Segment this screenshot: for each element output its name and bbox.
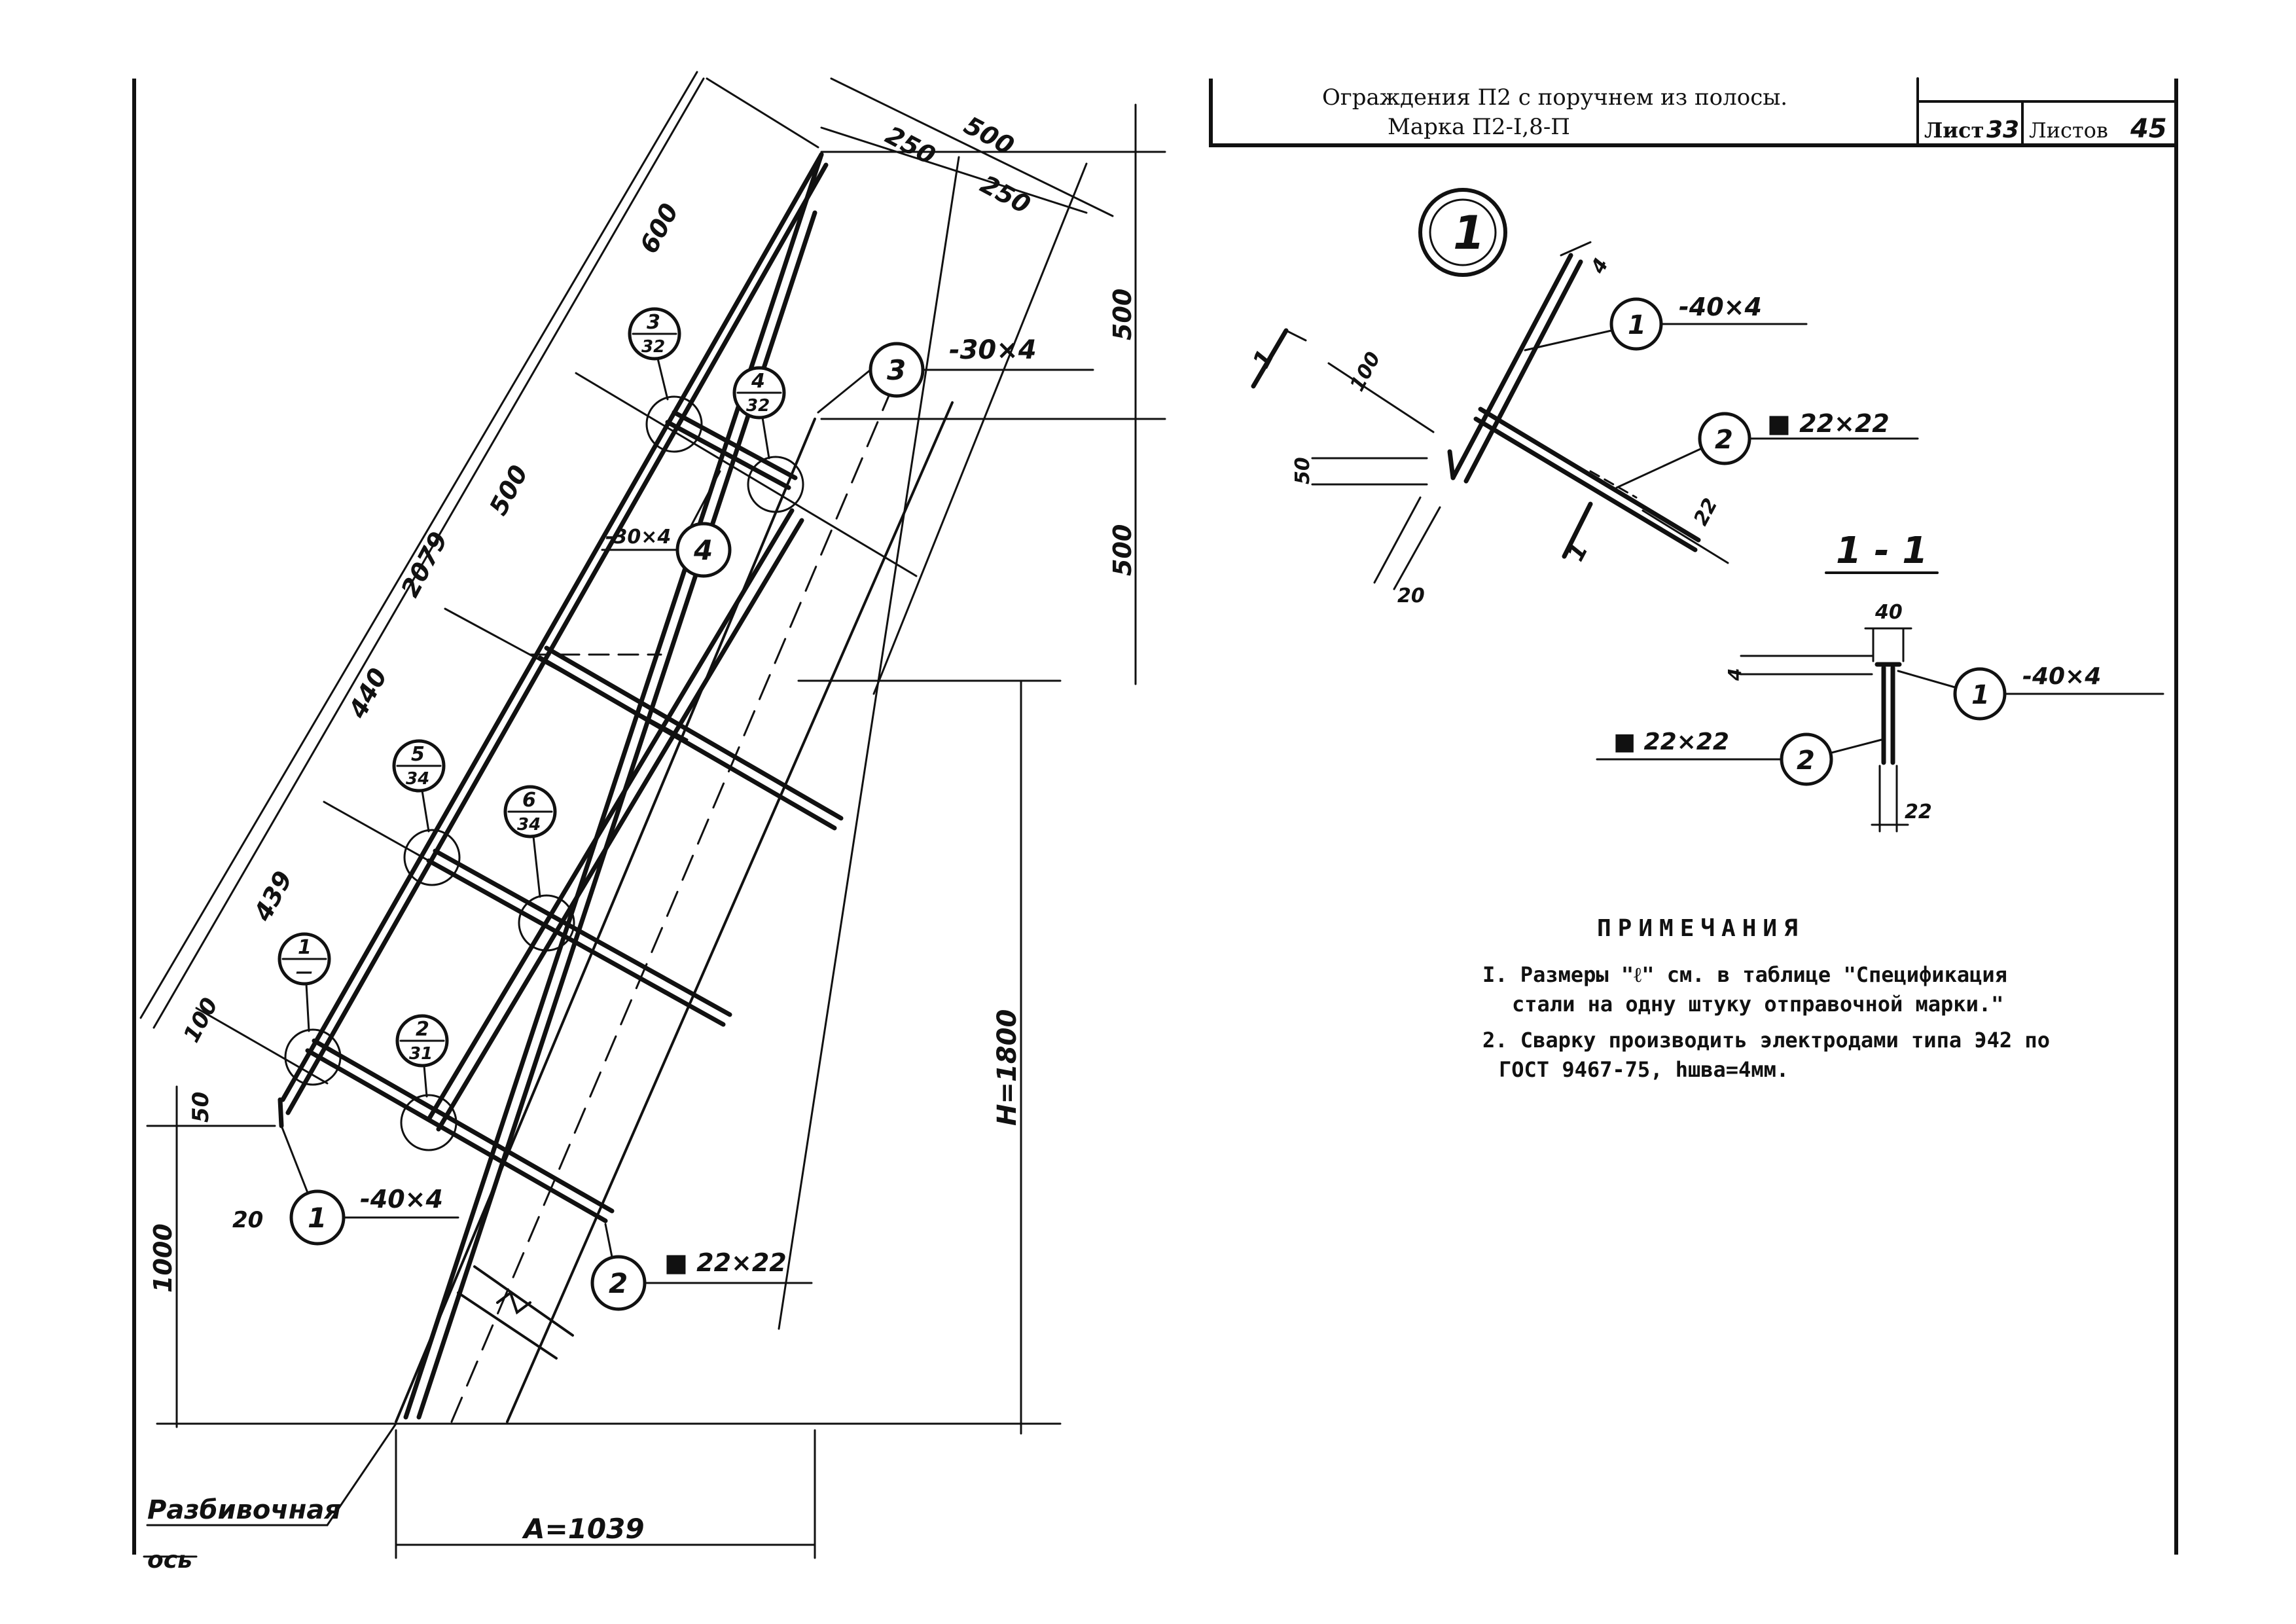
detail-1-dim-4: 4 xyxy=(1587,255,1613,278)
section-dim-4: 4 xyxy=(1724,668,1746,681)
part-4-spec: -30×4 xyxy=(605,526,671,549)
dim-440: 440 xyxy=(343,664,393,724)
part-3-num: 3 xyxy=(887,354,906,386)
detail-1-title: 1 xyxy=(1453,206,1485,260)
sheets-label: Листов xyxy=(2029,118,2108,143)
title-block: Ограждения П2 с поручнем из полосы. Марк… xyxy=(1322,77,2178,147)
sheet-number: 33 xyxy=(1986,117,2019,143)
callout-3-sheet: 32 xyxy=(641,337,665,357)
stringer-right xyxy=(506,401,954,1423)
section-dim-40: 40 xyxy=(1874,601,1903,624)
detail-1-part-1-num: 1 xyxy=(1628,310,1646,340)
section-title: 1 - 1 xyxy=(1836,530,1928,572)
callout-1-dash: 1 — xyxy=(278,932,331,1032)
detail-1-dim-20: 20 xyxy=(1397,585,1425,607)
dim-500-right-upper: 500 xyxy=(1108,289,1137,340)
section-part-1-num: 1 xyxy=(1971,680,1990,710)
detail-1-part-1-spec: -40×4 xyxy=(1679,293,1762,321)
dim-500-top: 500 xyxy=(960,111,1019,160)
dim-50-left: 50 xyxy=(188,1092,214,1123)
part-2-num: 2 xyxy=(609,1267,628,1299)
mid-rail-upper xyxy=(426,508,795,1122)
sheets-total: 45 xyxy=(2130,114,2167,144)
detail-1: 1 4 100 50 20 22 1 1 1 -40×4 2 xyxy=(1248,188,1919,607)
main-view: 500 250 250 600 500 2079 440 439 100 500… xyxy=(139,71,1166,1574)
node-circles xyxy=(284,395,804,1151)
dim-500-mid: 500 xyxy=(484,461,533,520)
note-line-3: 2. Сварку производить электродами типа Э… xyxy=(1482,1028,2050,1053)
stringer-hidden-line xyxy=(450,391,891,1423)
setting-out-axis: Разбивочная ось xyxy=(143,1422,397,1574)
base-label: A=1039 xyxy=(522,1513,645,1545)
part-2-spec: ■ 22×22 xyxy=(664,1248,787,1277)
note-line-2: стали на одну штуку отправочной марки." xyxy=(1512,992,2003,1017)
axis-label-line1: Разбивочная xyxy=(147,1495,341,1525)
handrail-end xyxy=(278,1097,284,1128)
dim-500-right-lower: 500 xyxy=(1108,524,1137,576)
callout-3-32: 3 32 xyxy=(628,307,681,401)
callout-1-sheet: — xyxy=(296,962,313,982)
part-4-label: 4 -30×4 xyxy=(601,470,732,578)
callout-2-num: 2 xyxy=(416,1018,429,1041)
dim-20-left: 20 xyxy=(232,1207,263,1233)
part-1-num: 1 xyxy=(308,1202,327,1234)
axis-label-line2: ось xyxy=(147,1547,192,1574)
detail-1-part-2-spec: ■ 22×22 xyxy=(1767,409,1890,438)
callout-6-34: 6 34 xyxy=(503,785,557,898)
callout-1-num: 1 xyxy=(298,936,312,959)
detail-1-dim-50: 50 xyxy=(1291,457,1314,484)
title-line-2: Марка П2-I,8-П xyxy=(1388,114,1570,140)
cross-bars xyxy=(305,410,844,1223)
section-part-2-num: 2 xyxy=(1797,746,1815,776)
detail-1-part-2-num: 2 xyxy=(1715,425,1733,455)
handrail-inner xyxy=(285,162,829,1115)
diagonal-dimensions xyxy=(139,71,1114,1330)
note-line-1: I. Размеры "ℓ" см. в таблице "Спецификац… xyxy=(1482,962,2007,987)
callout-2-sheet: 31 xyxy=(409,1044,433,1064)
callout-3-num: 3 xyxy=(647,311,660,334)
callout-6-sheet: 34 xyxy=(517,815,541,835)
section-part-1-spec: -40×4 xyxy=(2022,663,2101,690)
mid-rail-lower xyxy=(436,518,804,1132)
detail-1-dim-100: 100 xyxy=(1346,348,1385,395)
part-3-spec: -30×4 xyxy=(949,335,1037,365)
callout-4-32: 4 32 xyxy=(732,366,786,460)
callout-5-num: 5 xyxy=(411,743,425,766)
part-1-label: 1 -40×4 xyxy=(280,1125,459,1246)
dim-1000: 1000 xyxy=(149,1223,177,1293)
notes-heading: ПРИМЕЧАНИЯ xyxy=(1597,915,1804,942)
break-mark xyxy=(457,1265,574,1360)
dim-250-b: 250 xyxy=(976,170,1035,219)
dim-600: 600 xyxy=(634,199,684,259)
part-4-num: 4 xyxy=(693,534,713,566)
dim-2079: 2079 xyxy=(395,527,454,602)
sheet-label: Лист xyxy=(1924,118,1984,143)
part-2-label: 2 ■ 22×22 xyxy=(590,1223,813,1311)
part-1-spec: -40×4 xyxy=(360,1185,443,1214)
post-3-outer xyxy=(403,152,824,1420)
part-3-label: 3 -30×4 xyxy=(817,335,1094,414)
detail-1-dim-22: 22 xyxy=(1689,494,1723,529)
callout-4-sheet: 32 xyxy=(746,396,770,416)
detail-1-section-mark-bottom: 1 xyxy=(1562,539,1594,566)
note-line-4: ГОСТ 9467-75, hшва=4мм. xyxy=(1499,1057,1789,1082)
section-1-1: 1 - 1 40 4 22 1 -40×4 2 ■ 22×22 xyxy=(1596,530,2164,833)
title-line-1: Ограждения П2 с поручнем из полосы. xyxy=(1322,84,1787,111)
section-dim-22: 22 xyxy=(1905,801,1932,823)
section-part-2-spec: ■ 22×22 xyxy=(1613,729,1729,755)
right-dimension xyxy=(175,103,1166,1435)
handrail-outer xyxy=(280,152,824,1102)
callout-5-34: 5 34 xyxy=(392,739,446,833)
sheet-frame xyxy=(132,79,2178,1555)
callout-2-31: 2 31 xyxy=(395,1014,449,1098)
callout-4-num: 4 xyxy=(751,370,765,393)
height-label: H=1800 xyxy=(992,1009,1022,1126)
callout-6-num: 6 xyxy=(522,789,536,812)
dim-439: 439 xyxy=(248,867,298,927)
callout-5-sheet: 34 xyxy=(406,769,429,789)
notes: ПРИМЕЧАНИЯ I. Размеры "ℓ" см. в таблице … xyxy=(1482,915,2050,1082)
